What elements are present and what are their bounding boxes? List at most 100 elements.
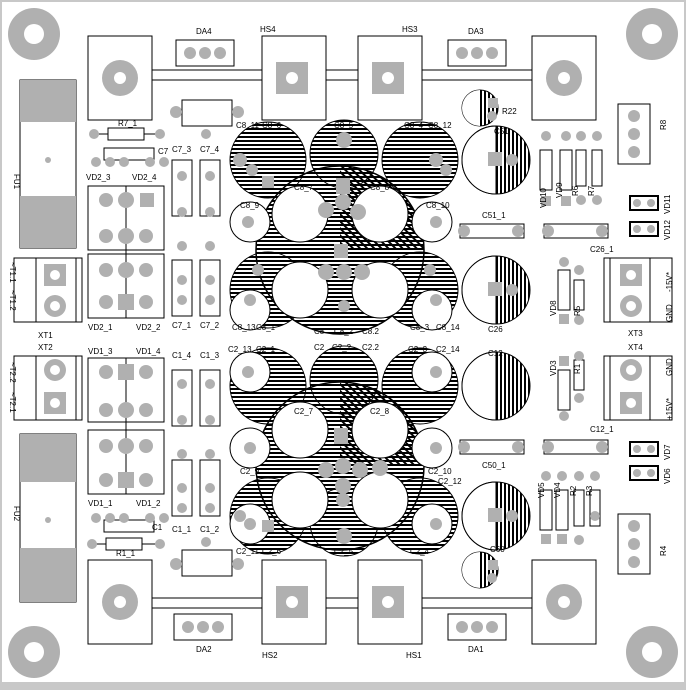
- label-c2-5: C2_5: [334, 547, 354, 556]
- label-vd6: VD6: [663, 468, 672, 484]
- label-vd2-1: VD2_1: [88, 323, 113, 332]
- label-c1: C1: [152, 523, 163, 532]
- led-vd12: [629, 221, 659, 237]
- label-c8-3: C8_3: [410, 323, 430, 332]
- trimmer-r8: [617, 103, 651, 165]
- label-vd10: VD10: [539, 187, 548, 208]
- label-r1: R1: [573, 363, 582, 374]
- label-c51-1: C51_1: [482, 211, 506, 220]
- heatsink-pad: [357, 559, 423, 645]
- led-vd11: [629, 195, 659, 211]
- label-vd3: VD3: [549, 360, 558, 376]
- label-vd1-3: VD1_3: [88, 347, 113, 356]
- regulator-da2: [173, 613, 233, 641]
- label-vd2-2: VD2_2: [136, 323, 161, 332]
- capacitor-c12: [461, 351, 531, 421]
- label-c50-1: C50_1: [482, 461, 506, 470]
- label-c2-9: C2_9: [240, 467, 260, 476]
- mounting-hole: [626, 8, 678, 60]
- regulator-da4: [175, 39, 235, 67]
- diode-bridge-bottom: [87, 357, 165, 495]
- label-c12: C12: [488, 349, 503, 358]
- label-hs1: HS1: [406, 651, 422, 660]
- label-c7-4: C7_4: [200, 145, 220, 154]
- capacitor-c2-11: [170, 537, 244, 577]
- label-xt4-b: +15V*: [665, 398, 674, 420]
- label-c8-5: C8_5: [334, 121, 354, 130]
- label-xt1-b: ~T1.2: [8, 290, 17, 311]
- label-c8-1: C8_1: [256, 323, 276, 332]
- capacitor-c6: [461, 551, 499, 589]
- fuse-fu2: [19, 433, 77, 603]
- label-c2-12: C2_12: [438, 477, 462, 486]
- label-c51: C51: [494, 127, 509, 136]
- label-r2: R2: [569, 485, 578, 496]
- capacitor-c51: [461, 125, 531, 195]
- mounting-hole: [8, 626, 60, 678]
- capacitor-c7: [91, 147, 169, 167]
- components-middle-right: [557, 257, 585, 421]
- label-xt2-b: ~T2.1: [8, 392, 17, 413]
- label-c1-1: C1_1: [172, 525, 192, 534]
- label-r5: R5: [573, 305, 582, 316]
- label-c2-dot-2: C2.2: [362, 343, 379, 352]
- capacitor-cluster-top: [229, 119, 459, 335]
- mounting-hole: [8, 8, 60, 60]
- label-c2-3: C2_3: [408, 345, 428, 354]
- label-c7-2: C7_2: [200, 321, 220, 330]
- label-vd7: VD7: [663, 444, 672, 460]
- regulator-da3: [447, 39, 507, 67]
- label-da3: DA3: [468, 27, 484, 36]
- label-vd2-4: VD2_4: [132, 173, 157, 182]
- regulator-da1: [447, 613, 507, 641]
- label-c8-10: C8_10: [426, 201, 450, 210]
- label-c26-1: C26_1: [590, 245, 614, 254]
- terminal-xt1: [13, 257, 83, 323]
- label-c2-11: C2_11: [236, 547, 260, 556]
- label-c8-8: C8_8: [370, 183, 390, 192]
- diode-bridge-top: [87, 185, 165, 319]
- label-c8-9: C8_9: [240, 201, 260, 210]
- label-xt2-a: ~T2.2: [8, 362, 17, 383]
- heatsink-pad: [531, 559, 597, 645]
- resistor-r1-1: [87, 537, 165, 551]
- label-c2-6: C2_6: [262, 547, 282, 556]
- label-r4: R4: [659, 545, 668, 556]
- trimmer-r4: [617, 513, 651, 575]
- board-bottom-edge: [0, 682, 686, 690]
- label-vd11: VD11: [663, 194, 672, 214]
- label-c7-3: C7_3: [172, 145, 192, 154]
- label-xt1: XT1: [38, 331, 53, 340]
- heatsink-pad: [531, 35, 597, 121]
- terminal-xt3: [603, 257, 673, 323]
- mounting-hole: [626, 626, 678, 678]
- led-vd6: [629, 465, 659, 481]
- label-c8-dot-2: C8.2: [362, 327, 379, 336]
- label-xt3-b: GND: [665, 304, 674, 322]
- label-vd9: VD9: [555, 182, 564, 198]
- label-c26: C26: [488, 325, 503, 334]
- resistor-r7-1: [89, 127, 165, 141]
- label-c2-4: C2_4: [410, 547, 430, 556]
- label-r8: R8: [659, 119, 668, 130]
- label-vd8: VD8: [549, 300, 558, 316]
- heatsink-pad: [261, 35, 327, 121]
- led-vd7: [629, 441, 659, 457]
- label-r22: R22: [502, 107, 517, 116]
- label-c8: C8: [314, 327, 325, 336]
- label-c1-3: C1_3: [200, 351, 220, 360]
- label-c2-1: C2_1: [256, 345, 276, 354]
- heatsink-pad: [357, 35, 423, 121]
- label-c8-4: C8_4: [404, 121, 424, 130]
- label-c8-6: C8_6: [262, 121, 282, 130]
- capacitor-c60: [461, 481, 531, 551]
- capacitor-c1: [91, 513, 169, 533]
- label-da2: DA2: [196, 645, 212, 654]
- label-c2-14: C2_14: [436, 345, 460, 354]
- label-r7: R7: [587, 185, 596, 196]
- label-vd5: VD5: [537, 482, 546, 498]
- label-fu2: FU2: [12, 506, 21, 522]
- label-r3: R3: [585, 485, 594, 496]
- label-c2-7: C2_7: [294, 407, 314, 416]
